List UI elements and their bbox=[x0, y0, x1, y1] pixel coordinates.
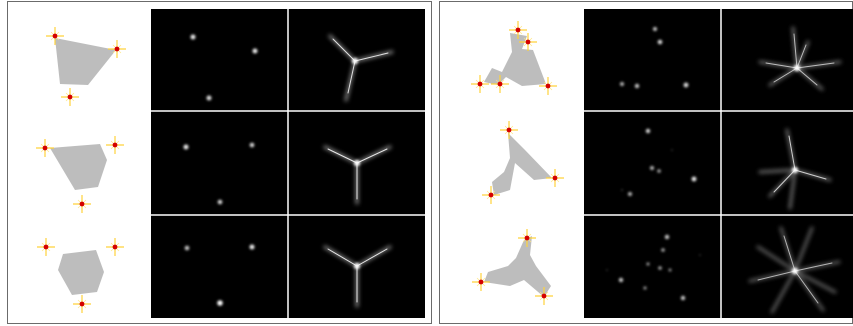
right-figure bbox=[440, 2, 853, 324]
right-panel-grid bbox=[584, 9, 853, 318]
left-figure bbox=[8, 2, 432, 324]
